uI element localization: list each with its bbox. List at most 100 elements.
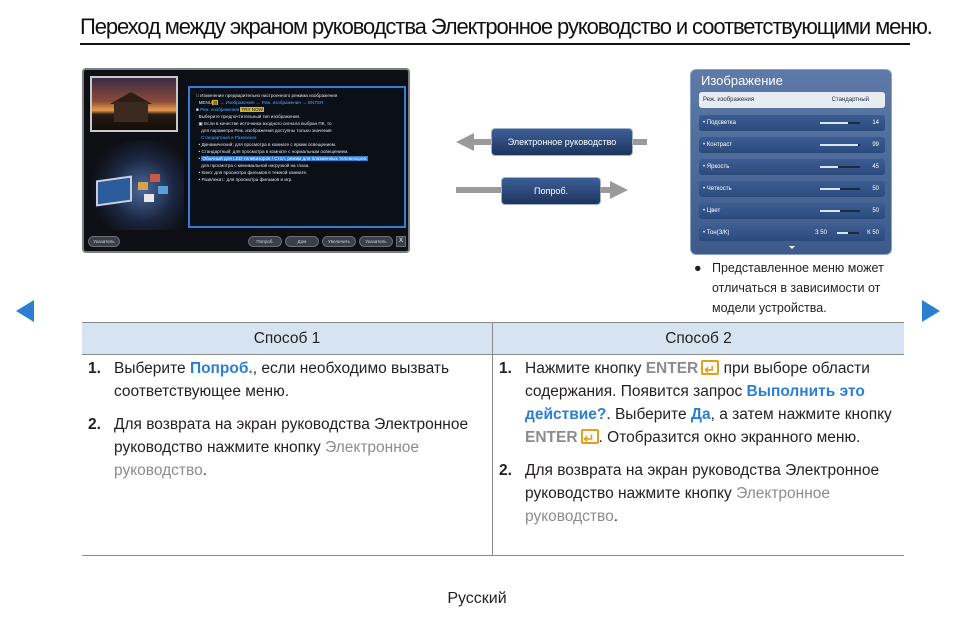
step-text: . Выберите (606, 406, 691, 423)
picture-menu: Изображение Реж. изображения Стандартный… (690, 69, 892, 255)
arrow-right-shaft (600, 187, 612, 193)
close-icon[interactable]: X (396, 236, 406, 247)
emanual-line: Стандартный и Развлекат. (201, 135, 258, 140)
step-text: Выберите (114, 360, 190, 377)
method2-step1: 1. Нажмите кнопку ENTER при выборе облас… (493, 357, 898, 450)
step-text: при выборе области содержания. Появится … (525, 360, 870, 400)
level-fill (837, 232, 848, 234)
step-number: 1. (499, 360, 512, 377)
emanual-line: ▣ Если в качестве источника входного сиг… (196, 121, 332, 126)
enter-icon (701, 358, 720, 381)
step-text: , если необходимо вызвать соответствующе… (114, 360, 450, 400)
step-text: . (613, 508, 618, 525)
scroll-down-icon[interactable] (789, 246, 795, 249)
arrow-left-icon (456, 133, 474, 151)
menu-note: ● Представленное меню может отличаться в… (694, 258, 904, 318)
menu-item-picture-mode[interactable]: Реж. изображения Стандартный (699, 92, 885, 108)
enter-key-label: ENTER (645, 360, 699, 377)
emanual-line: для параметра Реж. изображения доступны … (201, 128, 332, 133)
emanual-home-button[interactable]: Дом (285, 236, 319, 247)
menu-item-value: 99 (872, 142, 879, 148)
emanual-line: • Динамический: для просмотра в комнате … (196, 142, 337, 147)
emanual-index2-button[interactable]: Указатель (359, 236, 393, 247)
emanual-line: • Обычный для LED-телевизоров / Стол. ре… (196, 156, 369, 161)
level-bar (820, 122, 860, 124)
app-tile-icon (150, 174, 160, 182)
enter-key-label: ENTER (525, 429, 578, 446)
app-tile-icon (144, 194, 154, 202)
method1-step2: 2. Для возврата на экран руководства Эле… (82, 413, 486, 482)
emanual-line: • Кино: для просмотра фильмов в темной к… (196, 170, 308, 175)
enter-icon (580, 427, 599, 450)
level-bar (820, 166, 860, 168)
step-text: Нажмите кнопку (525, 360, 646, 377)
step-text: . Отобразится окно экранного меню. (598, 429, 861, 446)
emanual-line: • Стандартный: для просмотра в комнате с… (196, 149, 349, 154)
level-bar (820, 188, 860, 190)
level-bar (820, 144, 860, 146)
menu-item-label: Яркость (706, 164, 730, 170)
method2-step2: 2. Для возврата на экран руководства Эле… (493, 459, 898, 528)
menu-item-tint[interactable]: • Тон(З/К) З 50 К 50 (699, 225, 885, 241)
level-fill (820, 188, 840, 190)
emanual-button-label: Электронное руководство (114, 439, 420, 479)
menu-item-backlight[interactable]: • Подсветка 14 (699, 115, 885, 131)
try-button[interactable]: Попроб. (501, 177, 601, 205)
method1-step1: 1. Выберите Попроб., если необходимо выз… (82, 357, 486, 403)
emanual-zoom-button[interactable]: Увеличить (322, 236, 356, 247)
emanual-line[interactable]: ■ Реж. изображения TRY NOW (196, 107, 264, 112)
previous-page-arrow-icon[interactable] (16, 300, 34, 322)
arrow-right-shaft-tail (456, 187, 502, 193)
barn-sunset-thumbnail (90, 76, 178, 132)
methods-table: Способ 1 Способ 2 1. Выберите Попроб., е… (82, 322, 904, 556)
emanual-button[interactable]: Электронное руководство (491, 128, 633, 156)
step-number: 2. (499, 462, 512, 479)
method2-column: 1. Нажмите кнопку ENTER при выборе облас… (493, 357, 898, 538)
barn-roof-shape (110, 92, 152, 104)
step-text: Для возврата на экран руководства Электр… (114, 416, 469, 456)
menu-item-value: 14 (872, 120, 879, 126)
step-text: , а затем нажмите кнопку (710, 406, 892, 423)
menu-item-contrast[interactable]: • Контраст 99 (699, 137, 885, 153)
emanual-content-panel: □ Изменение предварительно настроенного … (188, 86, 406, 228)
step-text: . (202, 462, 207, 479)
menu-item-value: 50 (872, 186, 879, 192)
emanual-screenshot: □ Изменение предварительно настроенного … (82, 68, 410, 253)
app-tile-icon (158, 186, 168, 194)
app-tile-icon (138, 182, 148, 190)
emanual-line: для просмотра с минимальной нагрузкой на… (201, 163, 310, 168)
emanual-button-label: Электронное руководство (525, 485, 831, 525)
emanual-try-button[interactable]: Попроб. (248, 236, 282, 247)
try-link: Попроб. (189, 360, 253, 377)
next-page-arrow-icon[interactable] (922, 300, 940, 322)
barn-shape (114, 102, 148, 122)
menu-item-label: Четкость (706, 186, 732, 192)
tint-left-value: З 50 (815, 230, 827, 236)
menu-item-value: 50 (872, 208, 879, 214)
menu-item-label: Контраст (706, 142, 733, 148)
menu-item-label: Тон(З/К) (706, 230, 730, 236)
level-fill (820, 122, 848, 124)
step-text: Для возврата на экран руководства Электр… (525, 462, 880, 502)
menu-item-brightness[interactable]: • Яркость 45 (699, 159, 885, 175)
page-footer-language: Русский (447, 590, 507, 607)
level-fill (820, 210, 840, 212)
arrow-right-icon (610, 181, 628, 199)
menu-item-value: 45 (872, 164, 879, 170)
table-header-method1: Способ 1 (253, 330, 321, 347)
tint-right-value: К 50 (867, 230, 879, 236)
tint-level-bar (837, 232, 859, 234)
menu-item-sharpness[interactable]: • Четкость 50 (699, 181, 885, 197)
level-bar (820, 210, 860, 212)
menu-item-color[interactable]: • Цвет 50 (699, 203, 885, 219)
try-now-badge[interactable]: TRY NOW (240, 107, 264, 112)
menu-item-label: Реж. изображения (703, 97, 755, 103)
method1-column: 1. Выберите Попроб., если необходимо выз… (82, 357, 486, 492)
emanual-line: Выберите предпочтительный тип изображени… (198, 114, 301, 119)
emanual-line: □ Изменение предварительно настроенного … (196, 93, 338, 98)
menu-note-text: Представленное меню может отличаться в з… (712, 261, 884, 315)
page-title: Переход между экраном руководства Электр… (80, 14, 933, 45)
level-fill (820, 166, 838, 168)
emanual-index-button[interactable]: Указатель (88, 236, 120, 247)
yes-option: Да (690, 406, 711, 423)
